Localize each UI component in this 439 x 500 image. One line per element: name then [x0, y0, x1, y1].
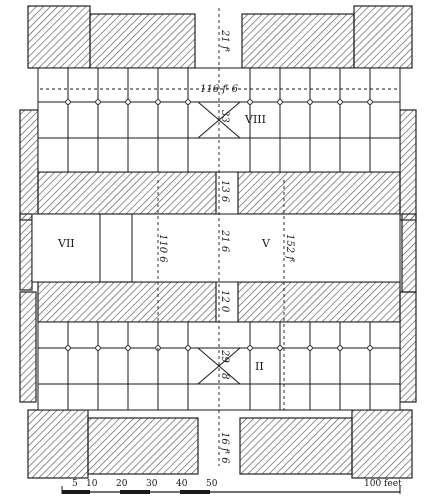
dim-lower-room-a: 29	[219, 349, 230, 363]
lower-hall	[37, 321, 401, 411]
dimension-lines	[40, 8, 398, 466]
scale-bar: 5 10 20 30 40 50 100 feet	[61, 479, 402, 494]
scale-label-10: 10	[86, 479, 98, 489]
scale-label-50: 50	[206, 479, 218, 489]
room-label-ii: II	[255, 360, 264, 373]
dim-mid-left: 110 6	[157, 234, 168, 263]
masonry	[19, 5, 417, 479]
column-markers	[65, 99, 373, 351]
dim-width-upper: 116 fᵗ 6	[200, 84, 239, 95]
scale-label-40: 40	[176, 479, 188, 489]
room-label-vii: VII	[57, 237, 75, 250]
dim-lower-gap: 12 0	[219, 290, 230, 313]
dim-lower-room-b: 8	[219, 373, 230, 379]
scale-label-30: 30	[146, 479, 158, 489]
dimension-labels: 21 fᵗ 116 fᵗ 6 33 13 6 110 6 21 6 152 fᵗ…	[157, 29, 295, 464]
scale-label-5: 5	[72, 479, 78, 489]
dim-top-gap: 21 fᵗ	[219, 29, 230, 53]
dim-upper-room: 33	[219, 110, 230, 123]
dim-bottom-gap: 16 fᵗ 6	[219, 432, 230, 464]
central-rooms	[31, 213, 401, 283]
dim-mid-gap: 13 6	[219, 180, 230, 203]
room-label-viii: VIII	[244, 113, 266, 126]
scale-label-100: 100 feet	[364, 479, 402, 489]
room-label-v: V	[261, 237, 271, 250]
dim-mid-right: 152 fᵗ	[284, 234, 295, 263]
scale-label-20: 20	[116, 479, 128, 489]
dim-mid-center: 21 6	[219, 229, 230, 253]
